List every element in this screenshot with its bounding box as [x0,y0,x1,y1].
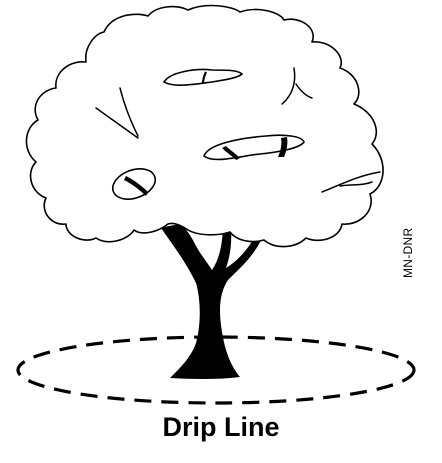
canopy-line [119,87,139,137]
canopy-opening-top [162,68,244,86]
photo-credit: MN-DNR [401,227,415,278]
canopy-line [295,83,313,99]
drip-line-ellipse [16,335,416,405]
canopy-opening-left [111,168,157,200]
canopy-line [95,107,139,139]
canopy-opening-middle [203,134,305,161]
tree-canopy [25,4,384,248]
diagram-caption: Drip Line [162,412,280,442]
canopy-line [321,171,381,193]
canopy-line [339,181,373,187]
tree-trunk [161,224,262,379]
canopy-line [281,67,296,105]
